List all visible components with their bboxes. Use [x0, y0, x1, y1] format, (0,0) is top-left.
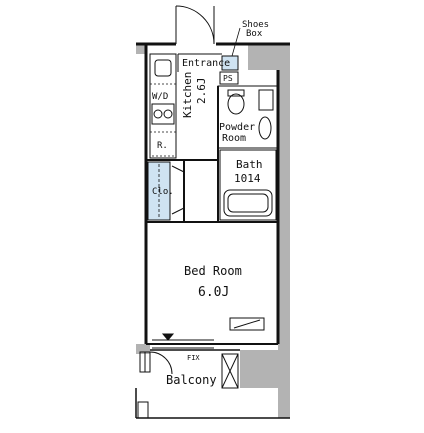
entrance-label: Entrance	[182, 58, 230, 69]
ps-shaft	[219, 71, 239, 85]
shoes-box	[221, 55, 239, 71]
shoes-leader	[231, 27, 241, 57]
balcony-label: Balcony	[166, 373, 217, 387]
bedroom-label: Bed Room	[184, 264, 242, 278]
powder-label: Powder	[219, 122, 255, 133]
powder-label-2: Room	[222, 133, 246, 144]
bathroom	[219, 149, 277, 221]
kitchen-label: Kitchen	[181, 72, 194, 118]
closet-label: Clo.	[152, 187, 174, 197]
bath-size: 1014	[234, 172, 261, 185]
bath-label: Bath	[236, 158, 263, 171]
balcony-fixtures	[137, 351, 239, 419]
fix-label: FIX	[187, 354, 200, 362]
ac-unit	[229, 317, 265, 331]
balcony-sliding-door	[152, 333, 214, 349]
kitchen-size: 2.6J	[195, 78, 208, 105]
closet-doors	[171, 165, 185, 215]
refrigerator-space	[149, 131, 177, 157]
shoes-box-label: Shoes	[242, 20, 269, 30]
ps-label: PS	[223, 74, 233, 83]
entrance-door	[175, 5, 215, 45]
kitchen-counter	[149, 53, 177, 159]
bedroom-size: 6.0J	[198, 285, 229, 300]
interior-walls	[146, 86, 278, 223]
shoes-box-label-2: Box	[246, 29, 263, 39]
washer-label: W/D	[152, 92, 168, 102]
washer-space	[149, 83, 177, 105]
structure-walls	[136, 44, 290, 418]
refrigerator-label: R.	[157, 141, 168, 151]
entrance-area	[177, 53, 222, 72]
